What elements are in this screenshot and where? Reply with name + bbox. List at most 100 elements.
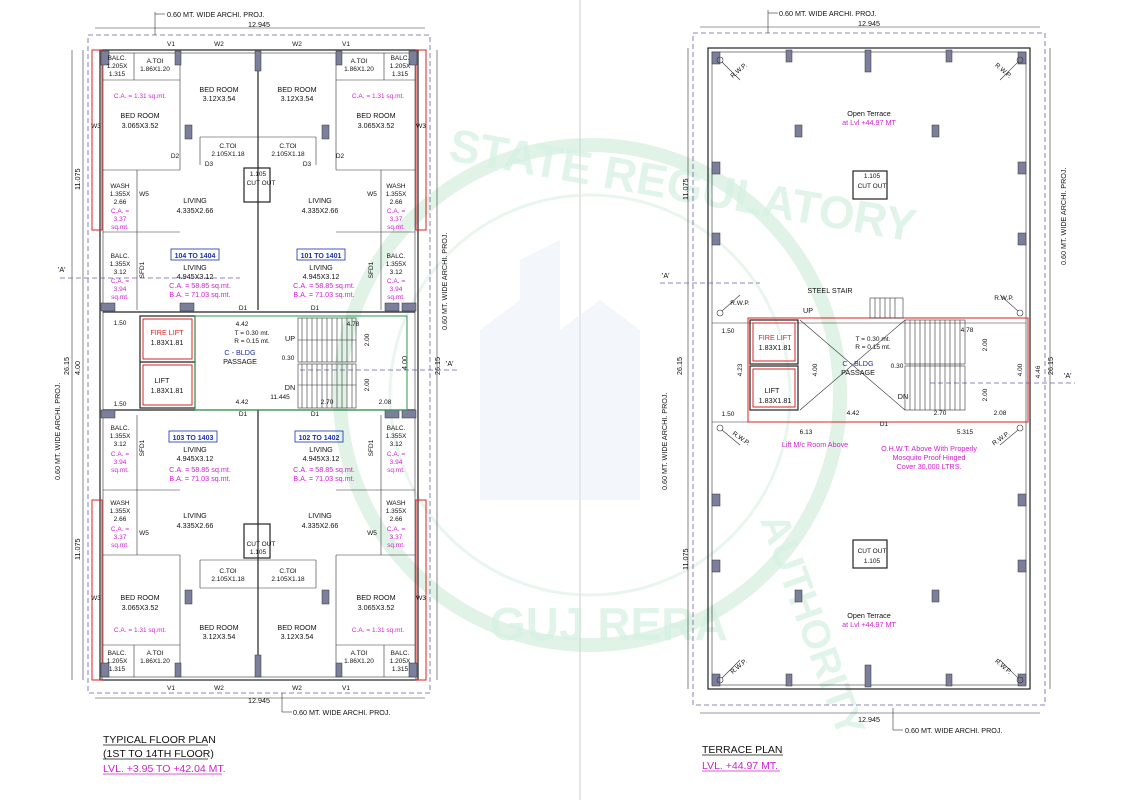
- svg-text:1.355X: 1.355X: [386, 508, 407, 515]
- cutout-label: CUT OUT: [247, 180, 276, 187]
- passage-label: PASSAGE: [223, 357, 257, 366]
- svg-text:C.A. =: C.A. =: [111, 208, 129, 215]
- svg-text:4.78: 4.78: [347, 321, 360, 328]
- open-terrace-level-lower: at Lvl +44.97 MT: [842, 620, 896, 629]
- svg-text:sq.mt.: sq.mt.: [387, 224, 405, 231]
- terrace-fire-lift: FIRE LIFT: [758, 333, 792, 342]
- terrace-bottom-width: 12.945: [858, 715, 880, 724]
- lift-label: LIFT: [155, 376, 170, 385]
- svg-text:B.A. = 71.03 sq.mt.: B.A. = 71.03 sq.mt.: [293, 474, 354, 483]
- svg-text:W3: W3: [91, 123, 101, 130]
- svg-text:3.12X3.54: 3.12X3.54: [203, 94, 236, 103]
- svg-text:3.37: 3.37: [114, 216, 127, 223]
- balc-label: BALC.: [391, 55, 410, 62]
- svg-text:T = 0.30 mt.: T = 0.30 mt.: [856, 336, 891, 343]
- ctoi-label: C.TOI: [219, 143, 236, 150]
- svg-text:1.86X1.20: 1.86X1.20: [344, 658, 374, 665]
- svg-text:C.A. = 58.85 sq.mt.: C.A. = 58.85 sq.mt.: [293, 465, 355, 474]
- svg-text:2.66: 2.66: [114, 516, 127, 523]
- svg-text:11.445: 11.445: [270, 394, 290, 401]
- svg-text:2.105X1.18: 2.105X1.18: [211, 576, 245, 583]
- svg-text:D1: D1: [239, 305, 248, 312]
- open-terrace-lower: Open Terrace: [847, 611, 890, 620]
- svg-text:C.A. = 58.85 sq.mt.: C.A. = 58.85 sq.mt.: [169, 281, 231, 290]
- svg-text:2.00: 2.00: [982, 338, 989, 351]
- svg-text:1.355X: 1.355X: [386, 433, 407, 440]
- svg-text:SFD1: SFD1: [368, 261, 375, 278]
- svg-text:4.00: 4.00: [1017, 363, 1024, 376]
- svg-text:3.12: 3.12: [114, 441, 127, 448]
- section-a-left: 'A': [58, 265, 66, 274]
- svg-text:1.50: 1.50: [114, 320, 127, 327]
- atoi-label: A.TOI: [147, 58, 164, 65]
- stair-treads: [297, 317, 357, 409]
- left-total-depth: 26.15: [62, 357, 71, 375]
- svg-text:3.37: 3.37: [114, 534, 127, 541]
- living-label: LIVING: [308, 196, 332, 205]
- svg-text:1.315: 1.315: [392, 666, 409, 673]
- stair-dn: DN: [285, 383, 295, 392]
- svg-text:2.08: 2.08: [379, 399, 392, 406]
- terrace-projection-outline: [692, 32, 1046, 706]
- right-core-depth: 4.00: [400, 356, 409, 370]
- svg-text:3.37: 3.37: [390, 534, 403, 541]
- svg-text:2.66: 2.66: [390, 516, 403, 523]
- seal-bottom-text: GUJ RERA: [490, 598, 728, 650]
- svg-text:V1: V1: [167, 41, 175, 48]
- svg-text:3.12X3.54: 3.12X3.54: [281, 94, 314, 103]
- svg-text:sq.mt.: sq.mt.: [111, 467, 129, 474]
- svg-text:2.70: 2.70: [934, 410, 947, 417]
- typical-core: [139, 315, 408, 411]
- svg-text:T = 0.30 mt.: T = 0.30 mt.: [235, 330, 270, 337]
- rwp-label: R.W.P.: [993, 658, 1012, 676]
- svg-text:V1: V1: [342, 685, 350, 692]
- svg-text:1.355X: 1.355X: [110, 261, 131, 268]
- open-terrace-level-upper: at Lvl +44.97 MT: [842, 118, 896, 127]
- bldg-label: C - BLDG: [224, 348, 256, 357]
- svg-text:1.83X1.81: 1.83X1.81: [151, 338, 184, 347]
- rwp-markers: [716, 56, 1024, 684]
- svg-text:BED ROOM: BED ROOM: [277, 623, 316, 632]
- svg-text:CUT OUT: CUT OUT: [247, 541, 276, 548]
- svg-text:3.37: 3.37: [390, 216, 403, 223]
- svg-text:1.83X1.81: 1.83X1.81: [759, 396, 792, 405]
- left-half-depth: 11.075: [73, 169, 82, 190]
- rwp-label: R.W.P.: [730, 300, 750, 307]
- svg-text:26.15: 26.15: [1046, 357, 1055, 375]
- svg-text:D3: D3: [205, 161, 214, 168]
- svg-text:2.70: 2.70: [321, 399, 334, 406]
- svg-text:1.50: 1.50: [722, 328, 735, 335]
- svg-text:WASH: WASH: [386, 500, 406, 507]
- svg-text:4.945X3.12: 4.945X3.12: [303, 454, 340, 463]
- cutout-size: 1.105: [250, 171, 267, 178]
- svg-text:W5: W5: [139, 530, 149, 537]
- svg-text:W3: W3: [91, 595, 101, 602]
- svg-text:1.105: 1.105: [864, 558, 881, 565]
- svg-text:4.42: 4.42: [236, 399, 249, 406]
- rwp-label: R.W.P.: [991, 430, 1011, 447]
- svg-text:2.105X1.18: 2.105X1.18: [211, 151, 245, 158]
- rwp-label: R.W.P.: [731, 430, 751, 447]
- svg-text:W2: W2: [214, 41, 224, 48]
- rwp-label: R.W.P.: [994, 295, 1014, 302]
- svg-text:C.A. = 58.85 sq.mt.: C.A. = 58.85 sq.mt.: [293, 281, 355, 290]
- svg-text:A.TOI: A.TOI: [351, 650, 368, 657]
- top-proj-label: 0.60 MT. WIDE ARCHI. PROJ.: [167, 10, 264, 19]
- svg-text:V1: V1: [342, 41, 350, 48]
- terrace-title: TERRACE PLAN: [702, 744, 783, 756]
- passage-outline: [194, 315, 408, 411]
- bottom-width-dim: 12.945: [248, 696, 270, 705]
- terrace-up-label: UP: [803, 306, 813, 315]
- svg-text:1.105: 1.105: [250, 549, 267, 556]
- svg-text:1.105: 1.105: [864, 173, 881, 180]
- bedroom-label: BED ROOM: [199, 85, 238, 94]
- svg-text:4.00: 4.00: [812, 363, 819, 376]
- seal-building-graphic: [480, 240, 640, 500]
- typical-labels: BALC. 1.205X 1.315 A.TOI 1.86X1.20 C.A. …: [91, 41, 426, 692]
- svg-text:A.TOI: A.TOI: [147, 650, 164, 657]
- svg-text:1.315: 1.315: [109, 71, 126, 78]
- svg-text:1.355X: 1.355X: [386, 191, 407, 198]
- terrace-right-proj: 0.60 MT. WIDE ARCHI. PROJ.: [1059, 168, 1068, 265]
- terrace-top-proj: 0.60 MT. WIDE ARCHI. PROJ.: [779, 9, 876, 18]
